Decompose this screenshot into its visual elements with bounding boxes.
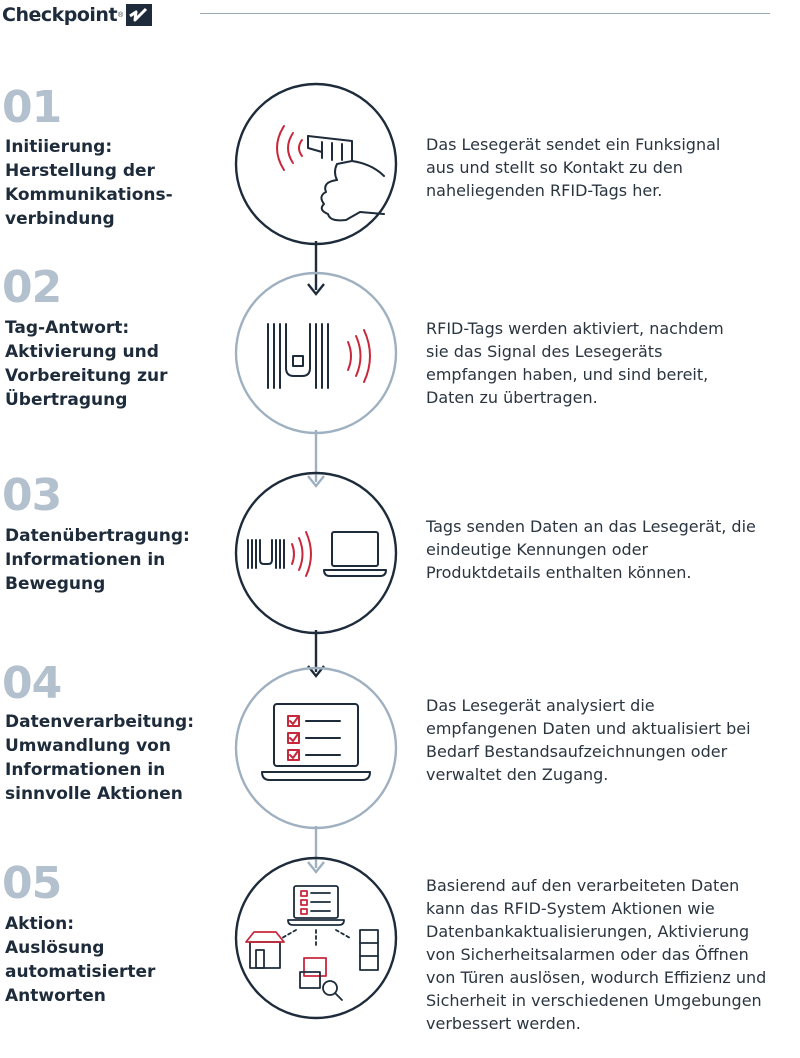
tag-to-laptop-icon (247, 531, 387, 577)
step-5-circle (234, 856, 398, 1020)
step-5-description: Basierend auf den verarbeiteten Daten ka… (426, 876, 767, 1033)
step-3-circle (234, 471, 398, 635)
automated-actions-icon (245, 885, 379, 1001)
step-1-title: Initiierung: Herstellung der Kommunikati… (5, 137, 173, 229)
checkpoint-logo: Checkpoint® (2, 4, 153, 26)
rfid-tag-icon (267, 323, 371, 389)
step-1-description: Das Lesegerät sendet ein Funksignal aus … (426, 135, 721, 200)
laptop-checklist-icon (261, 703, 371, 781)
step-4-title: Datenverarbeitung: Umwandlung von Inform… (5, 712, 195, 804)
step-4-number: 04 (2, 658, 62, 709)
step-2-number: 02 (2, 262, 62, 313)
step-4-circle (234, 666, 398, 830)
step-1-circle (234, 82, 398, 246)
step-2-title: Tag-Antwort: Aktivierung und Vorbereitun… (5, 318, 168, 410)
arrow-head-icon (307, 475, 325, 488)
step-3-number: 03 (2, 470, 62, 521)
step-5-number: 05 (2, 858, 62, 909)
header: Checkpoint® (0, 0, 800, 40)
arrow-head-icon (307, 283, 325, 296)
step-2-circle (234, 271, 398, 435)
checkpoint-logo-mark-icon (126, 4, 153, 26)
step-3-title: Datenübertragung: Informationen in Beweg… (5, 526, 190, 594)
step-1-number: 01 (2, 82, 62, 133)
arrow-head-icon (307, 861, 325, 874)
step-3-description: Tags senden Daten an das Lesegerät, die … (426, 517, 756, 582)
rfid-scanner-hand-icon (276, 125, 385, 222)
step-4-description: Das Lesegerät analysiert die empfangenen… (426, 696, 751, 784)
step-2-description: RFID-Tags werden aktiviert, nachdem sie … (426, 319, 724, 407)
brand-name: Checkpoint (2, 4, 118, 26)
registered-mark: ® (118, 11, 124, 19)
step-5-title: Aktion: Auslösung automatisierter Antwor… (5, 914, 156, 1006)
header-divider (200, 13, 770, 14)
